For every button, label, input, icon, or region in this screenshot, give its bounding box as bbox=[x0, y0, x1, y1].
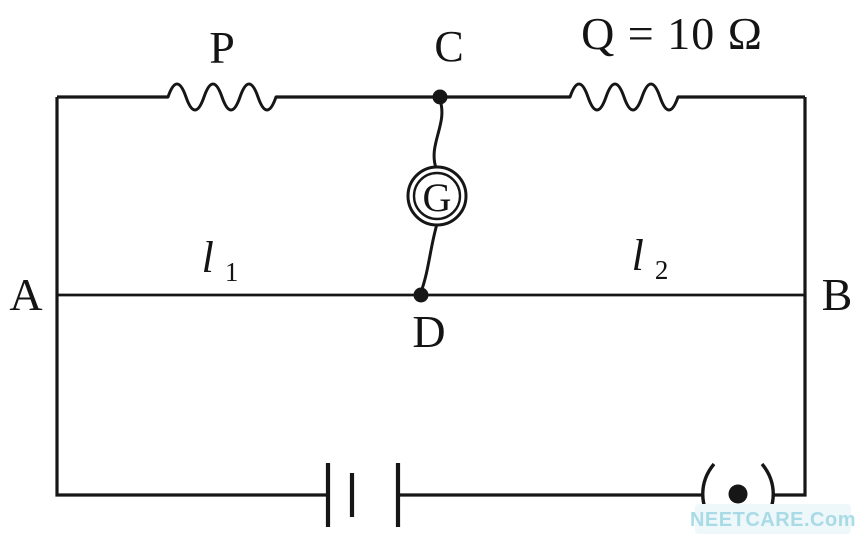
junction-dots bbox=[413, 89, 748, 504]
galvanometer-bottom-lead-wire bbox=[419, 223, 439, 293]
galvanometer-inner-ring bbox=[412, 171, 462, 221]
resistor-q-coil bbox=[568, 82, 680, 112]
circuit-labels: P C Q = 10 Ω G A B l 1 l 2 D bbox=[9, 8, 852, 357]
watermark-text: NEETCARE.Com bbox=[690, 509, 856, 531]
length-l2-subscript: 2 bbox=[655, 255, 669, 285]
length-l1-label: l 1 bbox=[202, 233, 239, 287]
length-l1-base: l bbox=[202, 233, 214, 282]
watermark: NEETCARE.Com bbox=[690, 504, 856, 534]
node-b-label: B bbox=[822, 269, 853, 320]
node-a-label: A bbox=[9, 269, 42, 320]
watermark-background bbox=[695, 504, 851, 534]
galvanometer-label: G bbox=[423, 175, 452, 220]
node-d-dot bbox=[413, 287, 429, 303]
circuit-outline-wire bbox=[55, 95, 807, 497]
node-c-label: C bbox=[434, 22, 463, 71]
plug-key-dot bbox=[728, 484, 748, 504]
resistor-p-label: P bbox=[209, 22, 235, 73]
resistor-q-label: Q = 10 Ω bbox=[581, 8, 763, 59]
galvanometer-top-lead-wire bbox=[432, 99, 444, 169]
length-l2-label: l 2 bbox=[632, 231, 669, 285]
node-c-dot bbox=[432, 89, 448, 105]
battery bbox=[325, 463, 401, 527]
resistor-p-coil bbox=[166, 82, 278, 112]
length-l2-base: l bbox=[632, 231, 644, 280]
galvanometer-outer-ring bbox=[406, 165, 468, 227]
node-d-label: D bbox=[412, 306, 445, 357]
length-l1-subscript: 1 bbox=[225, 257, 239, 287]
